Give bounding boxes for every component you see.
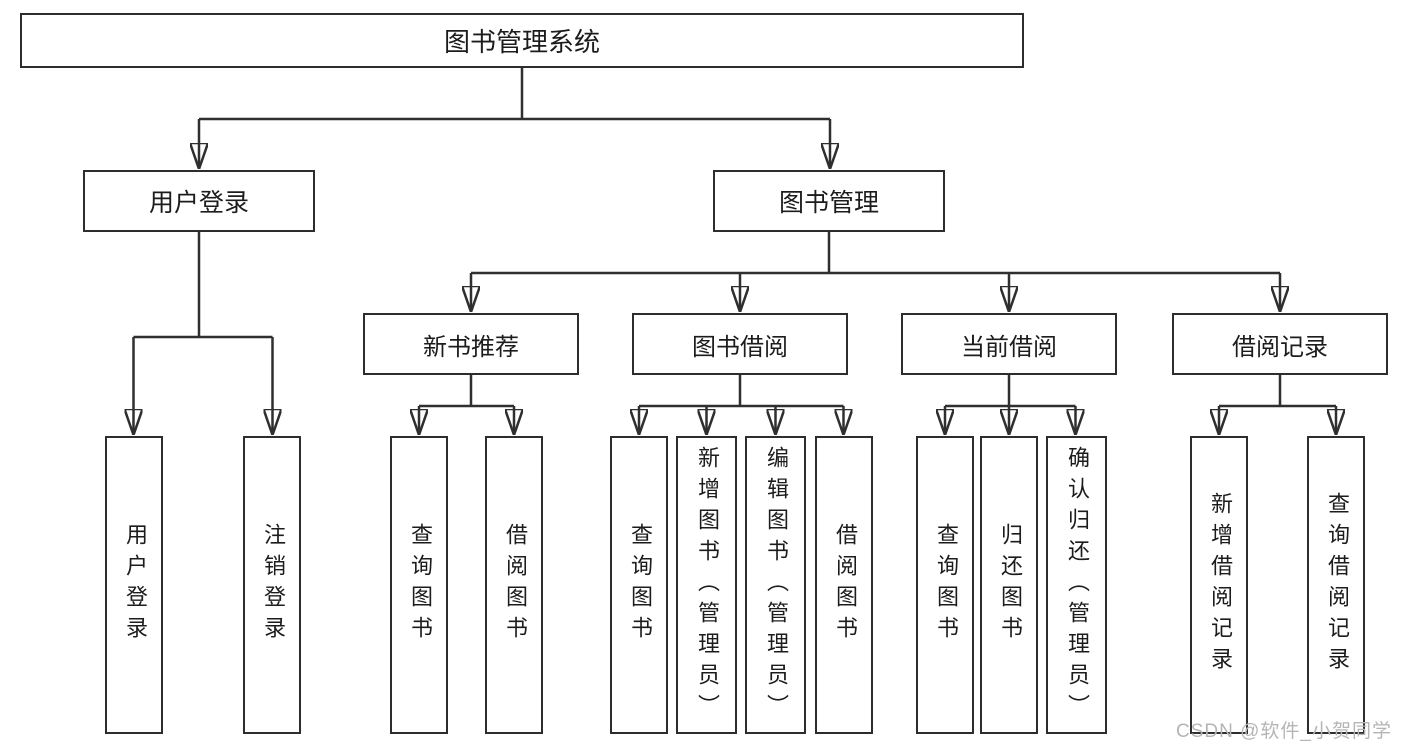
node-borrow-records: 借阅记录 — [1172, 313, 1388, 375]
leaf-add-borrow-record: 新增借阅记录 — [1190, 436, 1248, 734]
leaf-confirm-return-admin: 确认归还（管理员） — [1046, 436, 1107, 734]
leaf-user-login: 用户登录 — [105, 436, 163, 734]
leaf-borrow-books-1: 借阅图书 — [485, 436, 543, 734]
leaf-query-books-2: 查询图书 — [610, 436, 668, 734]
leaf-return-book: 归还图书 — [980, 436, 1038, 734]
connector-root-trunk — [199, 68, 830, 121]
node-book-management: 图书管理 — [713, 170, 945, 232]
connector-borrow-records-trunk — [1219, 375, 1336, 408]
leaf-logout: 注销登录 — [243, 436, 301, 734]
watermark: CSDN @软件_小贺同学 — [1176, 721, 1392, 742]
connector-current-borrow-trunk — [945, 375, 1076, 408]
leaf-edit-book-admin: 编辑图书（管理员） — [745, 436, 806, 734]
node-user-login: 用户登录 — [83, 170, 315, 232]
connector-book-borrow-trunk — [639, 375, 844, 408]
node-current-borrow: 当前借阅 — [901, 313, 1117, 375]
leaf-query-books-1: 查询图书 — [390, 436, 448, 734]
connector-user-login-trunk — [133, 232, 273, 339]
leaf-add-book-admin: 新增图书（管理员） — [676, 436, 737, 734]
leaf-query-borrow-record: 查询借阅记录 — [1307, 436, 1365, 734]
connector-book-management-trunk — [471, 232, 1280, 275]
node-root: 图书管理系统 — [20, 13, 1024, 68]
connector-new-book-trunk — [419, 375, 514, 408]
node-new-book-recommend: 新书推荐 — [363, 313, 579, 375]
leaf-borrow-books-2: 借阅图书 — [815, 436, 873, 734]
leaf-query-books-3: 查询图书 — [916, 436, 974, 734]
node-book-borrow: 图书借阅 — [632, 313, 848, 375]
